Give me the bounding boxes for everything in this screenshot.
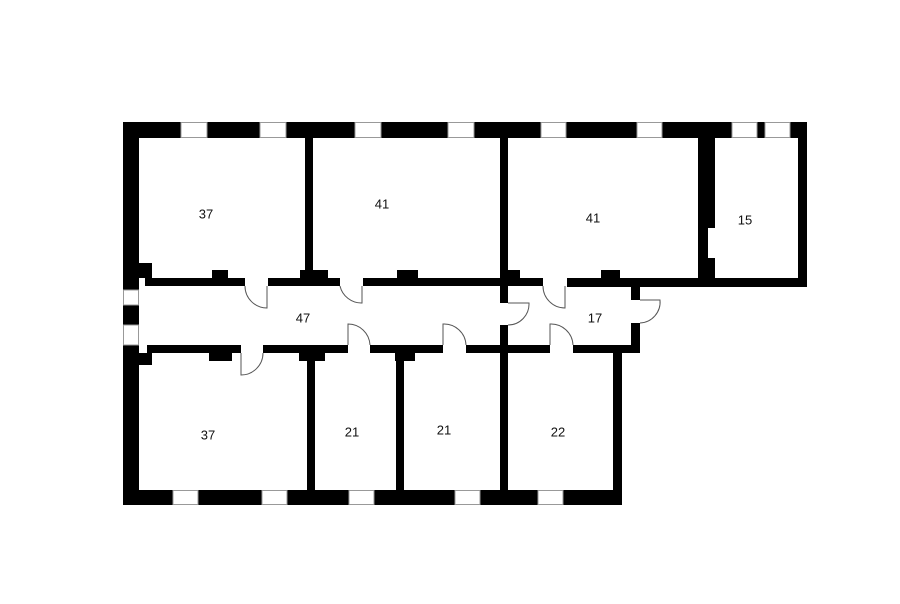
partition — [500, 353, 508, 493]
door-swing[interactable] — [240, 352, 264, 376]
window — [123, 324, 139, 346]
wall — [500, 325, 508, 353]
wall — [631, 323, 640, 353]
corridor-wall — [263, 345, 348, 353]
pilaster — [209, 353, 232, 361]
walls — [123, 122, 807, 505]
wall-left-pier — [123, 305, 139, 325]
room-area-label: 21 — [344, 424, 360, 440]
window — [172, 490, 199, 505]
corridor-wall — [145, 278, 245, 286]
corridor-wall — [363, 278, 543, 286]
door-swing[interactable] — [507, 302, 530, 326]
door-swing[interactable] — [549, 323, 574, 346]
room-area-label: 41 — [374, 196, 390, 212]
room-area-label: 17 — [587, 310, 603, 326]
doors — [240, 285, 661, 376]
partition — [698, 228, 708, 258]
door-swing[interactable] — [542, 285, 566, 309]
window — [636, 122, 663, 138]
window — [454, 490, 481, 505]
door-swing[interactable] — [339, 285, 363, 304]
window — [537, 490, 564, 505]
pilaster — [500, 270, 520, 278]
window — [259, 122, 287, 138]
door-swing[interactable] — [347, 323, 371, 346]
door-swing[interactable] — [639, 299, 661, 324]
pilaster — [300, 270, 328, 278]
partition — [500, 138, 508, 278]
pilaster — [395, 353, 415, 361]
corridor-wall — [466, 345, 550, 353]
partition — [698, 258, 715, 278]
room-area-label: 37 — [200, 427, 216, 443]
window — [447, 122, 475, 138]
window — [764, 122, 791, 138]
door-swing[interactable] — [442, 323, 467, 346]
corridor-wall — [370, 345, 443, 353]
pilaster — [212, 270, 228, 278]
room-area-label: 21 — [436, 422, 452, 438]
room-area-label: 15 — [737, 212, 753, 228]
partition — [307, 353, 315, 493]
partition — [305, 138, 313, 278]
window — [540, 122, 567, 138]
window — [731, 122, 758, 138]
pilaster — [139, 353, 152, 365]
wall — [500, 286, 508, 303]
pilaster — [397, 270, 418, 278]
corridor-wall — [268, 278, 340, 286]
wall-left-upper — [123, 122, 139, 290]
window — [348, 490, 375, 505]
corridor-wall — [567, 278, 807, 287]
room-area-label: 47 — [295, 310, 311, 326]
wall — [631, 286, 640, 300]
windows — [123, 122, 791, 505]
window — [354, 122, 382, 138]
door-swing[interactable] — [244, 285, 268, 309]
pilaster — [139, 263, 152, 278]
window — [261, 490, 288, 505]
pilaster — [601, 270, 620, 278]
partition — [396, 353, 404, 493]
room-area-label: 37 — [198, 206, 214, 222]
corridor-wall — [573, 345, 640, 353]
window — [180, 122, 208, 138]
window — [123, 289, 139, 306]
wall-right — [798, 122, 807, 287]
room-area-label: 22 — [550, 424, 566, 440]
wall-left-lower — [123, 345, 139, 505]
wall-right-lower — [613, 353, 622, 505]
partition — [698, 138, 715, 228]
room-area-label: 41 — [585, 210, 601, 226]
corridor-wall — [147, 345, 241, 353]
